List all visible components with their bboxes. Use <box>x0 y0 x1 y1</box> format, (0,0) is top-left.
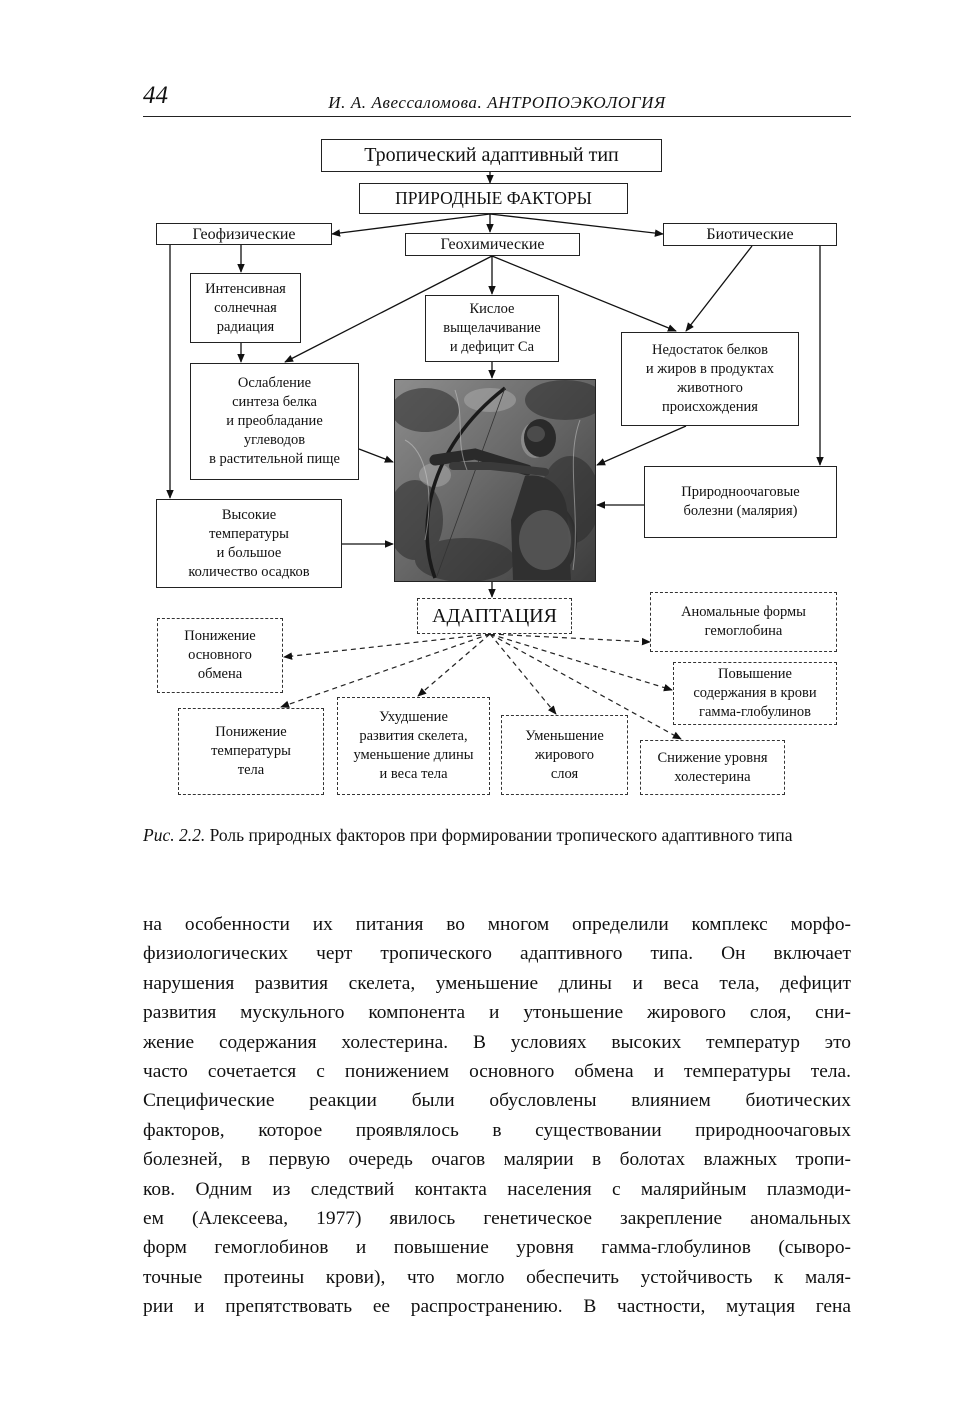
basal-metabolism-box: Понижение основного обмена <box>157 618 283 693</box>
body-line: факторов, которое проявлялось в существо… <box>143 1119 851 1141</box>
body-line: Специфические реакции были обусловлены в… <box>143 1090 851 1112</box>
arrow-adaptation-to-hemoglobin <box>489 633 651 646</box>
natural-factors-box: ПРИРОДНЫЕ ФАКТОРЫ <box>359 183 628 214</box>
body-line: точные протеины крови), что могло обеспе… <box>143 1266 851 1288</box>
protein-deficit-box: Недостаток белков и жиров в продуктах жи… <box>621 332 799 426</box>
body-line: форм гемоглобинов и повышение уровня гам… <box>143 1237 851 1259</box>
protein-synthesis-box: Ослабление синтеза белка и преобладание … <box>190 363 359 480</box>
body-line: нарушения развития скелета, уменьшение д… <box>143 972 851 994</box>
body-line: жение содержания холестерина. В условиях… <box>143 1031 851 1053</box>
body-line: рии и препятствовать ее распространению.… <box>143 1296 851 1318</box>
acid-leaching-box: Кислое выщелачивание и дефицит Ca <box>425 295 559 362</box>
adaptation-box: АДАПТАЦИЯ <box>417 598 572 634</box>
body-line: ем (Алексеева, 1977) явилось генетическо… <box>143 1207 851 1229</box>
biotic-box: Биотические <box>663 223 837 246</box>
figure-label: Рис. 2.2. <box>143 825 206 845</box>
arrow-geochemical-to-synthesis <box>284 255 493 363</box>
arrow-factors-to-biotic <box>489 213 664 237</box>
figure-caption-text: Роль природных факторов при формировании… <box>205 825 793 845</box>
body-line: ков. Одним из следствий контакта населен… <box>143 1178 851 1200</box>
body-line: развития мускульного компонента и утоньш… <box>143 1002 851 1024</box>
arrow-synthesis-to-photo <box>358 448 394 463</box>
diagram-arrows <box>166 172 824 740</box>
page-number: 44 <box>143 82 168 109</box>
body-line: на особенности их питания во многом опре… <box>143 914 851 935</box>
hemoglobin-box: Аномальные формы гемоглобина <box>650 592 837 652</box>
gamma-globulin-box: Повышение содержания в крови гамма-глобу… <box>673 662 837 725</box>
body-line: физиологических черт тропического адапти… <box>143 943 851 965</box>
arrow-geochemical-to-protein-deficit <box>491 255 677 332</box>
arrow-adaptation-to-body-temp <box>280 633 491 708</box>
fat-layer-box: Уменьшение жирового слоя <box>501 715 628 795</box>
natural-focal-diseases-box: Природноочаговые болезни (малярия) <box>644 466 837 538</box>
running-header: 44 И. А. Авессаломова. АНТРОПОЭКОЛОГИЯ <box>143 82 851 117</box>
arrow-adaptation-to-basal-metabolism <box>283 633 491 660</box>
diagram-title: Тропический адаптивный тип <box>321 139 662 172</box>
arrow-adaptation-to-gamma-globulin <box>489 633 673 692</box>
arrow-adaptation-to-fat-layer <box>489 633 557 715</box>
body-temperature-box: Понижение температуры тела <box>178 708 324 795</box>
arrow-biotic-to-protein-deficit <box>685 245 753 332</box>
cholesterol-box: Снижение уровня холестерина <box>640 740 785 795</box>
archer-figure-illustration <box>387 380 605 582</box>
body-line: болезней, в первую очередь очагов маляри… <box>143 1149 851 1171</box>
geophysical-box: Геофизические <box>156 223 332 245</box>
arrow-adaptation-to-cholesterol <box>489 633 682 740</box>
arrow-adaptation-to-skeleton <box>417 633 491 697</box>
high-temperature-box: Высокие температуры и большое количество… <box>156 499 342 588</box>
running-title: И. А. Авессаломова. АНТРОПОЭКОЛОГИЯ <box>328 93 666 112</box>
arrow-factors-to-geophysical <box>331 213 491 237</box>
solar-radiation-box: Интенсивная солнечная радиация <box>190 273 301 343</box>
arrow-protein-deficit-to-photo <box>596 425 687 466</box>
figure-caption: Рис. 2.2. Роль природных факторов при фо… <box>143 822 851 848</box>
archer-photo <box>387 379 605 582</box>
skeleton-box: Ухудшение развития скелета, уменьшение д… <box>337 697 490 795</box>
body-line: часто сочетается с понижением основного … <box>143 1060 851 1082</box>
geochemical-box: Геохимические <box>405 233 580 256</box>
body-paragraph: на особенности их питания во многом опре… <box>143 910 851 1321</box>
